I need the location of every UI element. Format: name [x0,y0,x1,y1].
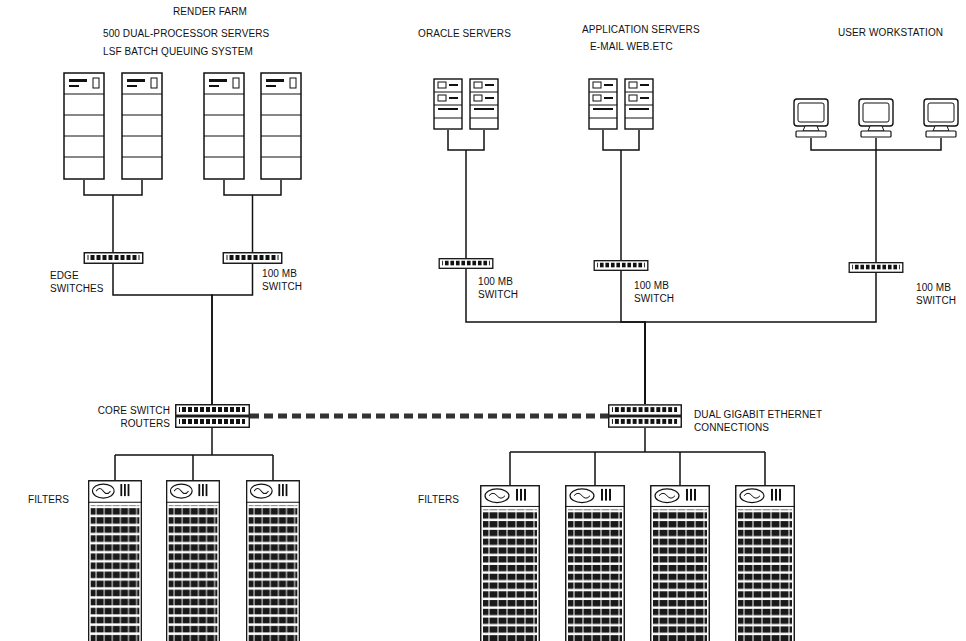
filter-unit [246,481,300,641]
application-server [589,79,617,129]
device-label: ORACLE SERVERS [418,28,511,41]
server-group: ORACLE SERVERS [430,74,502,150]
group-bracket [811,138,941,150]
gigabit-link [250,414,608,419]
filter-unit [650,486,710,641]
filter-group: FILTERS [478,452,798,641]
render-server [64,73,104,179]
device-label: LSF BATCH QUEUING SYSTEM [103,46,253,59]
switch-symbol [594,261,648,271]
group-bracket [84,180,281,195]
device-label: RENDER FARM [173,6,247,19]
network-link [465,150,467,258]
render-farm: RENDER FARM500 DUAL-PROCESSOR SERVERSLSF… [60,70,305,195]
device-label: E-MAIL WEB.ETC [590,41,673,54]
oracle-server [470,79,498,129]
device-label: FILTERS [28,494,69,507]
workstation [794,99,828,137]
filter-unit [480,486,540,641]
application-server [625,79,653,129]
oracle-server [434,79,462,129]
render-server [204,73,244,179]
device-label: CORE SWITCH ROUTERS [96,405,170,430]
workstation [859,99,893,137]
network-switch: 100 MB SWITCH [592,260,650,271]
edge-switch: EDGE SWITCHES [83,252,144,264]
filter-unit [88,481,142,641]
network-link [211,428,213,455]
device-label: 500 DUAL-PROCESSOR SERVERS [103,28,269,41]
workstation-group: USER WORKSTATION [790,92,962,150]
switch-symbol [439,259,493,269]
core-router: CORE SWITCH ROUTERS [175,404,250,428]
render-server [261,73,301,179]
switch-symbol [849,263,903,273]
network-link [113,264,212,404]
filter-group: FILTERS [86,455,302,641]
server-group: APPLICATION SERVERSE-MAIL WEB.ETC [585,74,657,150]
device-label: 100 MB SWITCH [916,282,960,307]
network-switch: 100 MB SWITCH [437,258,495,269]
filter-unit [166,481,220,641]
render-server [122,73,162,179]
group-bracket [603,130,639,150]
network-link [645,273,876,404]
switch-symbol [223,253,282,264]
network-link [112,195,114,252]
network-link [620,150,622,260]
filter-bus [510,452,765,485]
device-label: 100 MB SWITCH [634,280,678,305]
device-label: FILTERS [418,494,459,507]
network-link [212,264,253,404]
filter-unit [565,486,625,641]
router-symbol [176,405,250,428]
network-link [252,195,254,252]
router-symbol [609,405,682,427]
device-label: 100 MB SWITCH [262,268,306,293]
workstation [924,99,958,137]
device-label: 100 MB SWITCH [478,276,522,301]
network-link [875,150,877,262]
switch-symbol [84,253,143,264]
filter-bus [115,455,273,480]
device-label: EDGE SWITCHES [50,270,104,295]
network-switch: 100 MB SWITCH [846,262,906,273]
device-label: APPLICATION SERVERS [582,24,700,37]
network-link [466,269,645,404]
device-label: USER WORKSTATION [838,27,943,40]
edge-switch: 100 MB SWITCH [222,252,283,264]
core-router: DUAL GIGABIT ETHERNET CONNECTIONS [608,404,682,428]
device-label: DUAL GIGABIT ETHERNET CONNECTIONS [694,409,828,434]
network-link [644,428,646,452]
group-bracket [448,130,484,150]
filter-unit [735,486,795,641]
